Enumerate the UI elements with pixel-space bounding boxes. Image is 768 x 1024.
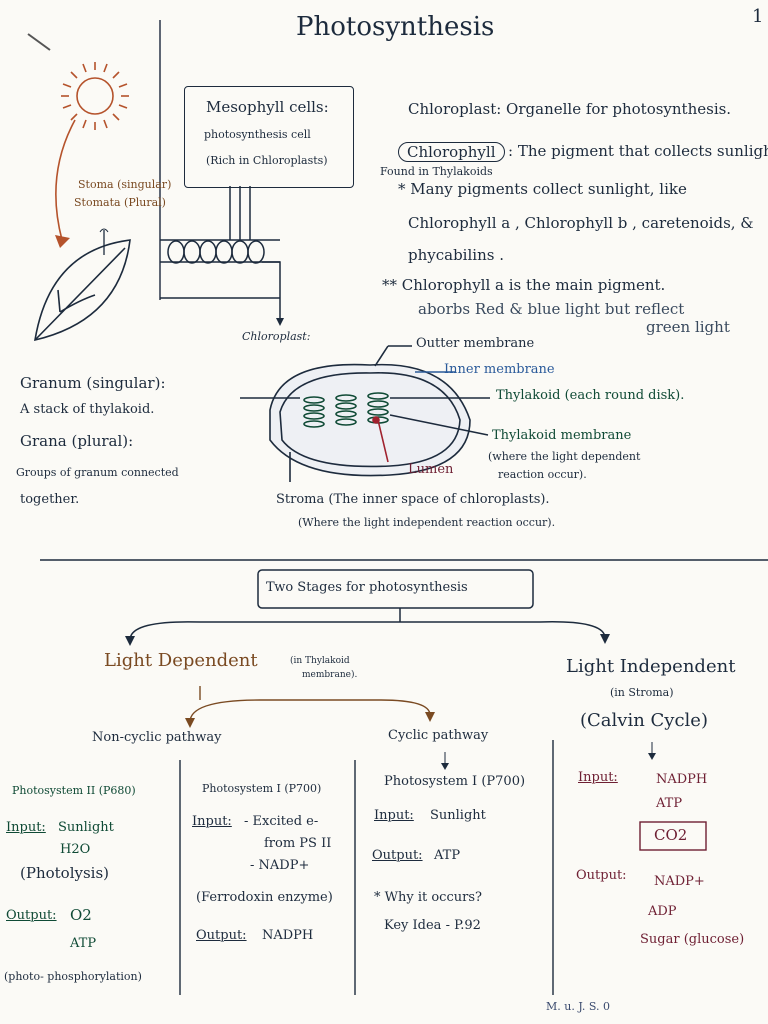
chloroplast-diagram: [240, 345, 490, 482]
col1-title: Photosystem II (P680): [12, 784, 136, 797]
stroma-label: Stroma (The inner space of chloroplasts)…: [276, 492, 550, 507]
found-in-thylakoids: Found in Thylakoids: [380, 165, 493, 178]
sun-icon: [61, 62, 129, 130]
col3-output1: ATP: [434, 848, 461, 863]
outer-membrane-label: Outter membrane: [416, 336, 535, 351]
col3-title: Photosystem I (P700): [384, 774, 526, 789]
thylakoid-membrane-label: Thylakoid membrane: [492, 428, 632, 443]
col2-ferredoxin: (Ferrodoxin enzyme): [196, 890, 333, 905]
col1-output1: O2: [70, 906, 92, 924]
col3-output-label: Output:: [372, 848, 423, 863]
stoma-singular: Stoma (singular): [78, 178, 172, 191]
light-independent-heading: Light Independent: [566, 656, 736, 677]
page-title: Photosynthesis: [296, 12, 495, 42]
lumen-label: Lumen: [408, 462, 454, 477]
green-light: green light: [646, 318, 730, 336]
thylakoid-membrane-note2: reaction occur).: [498, 468, 587, 481]
chlorophyll-definition: : The pigment that collects sunlight: [508, 142, 768, 160]
light-dependent-note2: membrane).: [302, 670, 358, 680]
absorbs-light: aborbs Red & blue light but reflect: [418, 300, 685, 318]
col2-input3: - NADP+: [250, 858, 310, 873]
chlorophyll-word: Chlorophyll: [398, 142, 505, 162]
stages-title: Two Stages for photosynthesis: [266, 580, 468, 595]
mesophyll-cells-drawing: [160, 186, 281, 322]
col3-why: * Why it occurs?: [374, 890, 482, 905]
grana-definition: Groups of granum connected: [16, 466, 179, 479]
col1-note: (photo- phosphorylation): [4, 970, 142, 983]
col2-output-label: Output:: [196, 928, 247, 943]
light-independent-note: (in Stroma): [610, 686, 674, 699]
stages-title-box: [257, 569, 534, 609]
granum-definition: A stack of thylakoid.: [20, 402, 155, 417]
mesophyll-line2: (Rich in Chloroplasts): [206, 154, 328, 167]
col4-output-label: Output:: [576, 868, 627, 883]
col1-output-label: Output:: [6, 908, 57, 923]
stroma-note: (Where the light independent reaction oc…: [298, 516, 556, 529]
col1-input-label: Input:: [6, 820, 46, 835]
grana-heading: Grana (plural):: [20, 432, 134, 450]
pen-mark: [27, 33, 51, 51]
pigments-list: Chlorophyll a , Chlorophyll b , careteno…: [408, 214, 754, 232]
cyclic-heading: Cyclic pathway: [388, 728, 489, 743]
phycobilins: phycabilins .: [408, 246, 504, 264]
thylakoid-membrane-note1: (where the light dependent: [488, 450, 641, 463]
inner-membrane-label: Inner membrane: [444, 362, 555, 377]
col4-input3: CO2: [654, 826, 688, 844]
col1-output2: ATP: [70, 936, 97, 951]
col4-output3: Sugar (glucose): [640, 932, 745, 947]
col2-input1: - Excited e-: [244, 814, 319, 829]
grana-definition-cont: together.: [20, 492, 80, 507]
footer-scribble: M. u. J. S. 0: [546, 1000, 611, 1013]
col4-input-label: Input:: [578, 770, 618, 785]
col4-input2: ATP: [656, 796, 683, 811]
arrowhead-icon: [55, 235, 70, 248]
light-dependent-note1: (in Thylakoid: [290, 656, 350, 666]
calvin-cycle: (Calvin Cycle): [580, 710, 708, 731]
col3-input1: Sunlight: [430, 808, 486, 823]
col2-input-label: Input:: [192, 814, 232, 829]
col3-key-idea: Key Idea - P.92: [384, 918, 481, 933]
chloroplast-definition: Chloroplast: Organelle for photosynthesi…: [408, 100, 732, 118]
col1-input2: H2O: [60, 842, 91, 857]
col4-output2: ADP: [648, 904, 677, 919]
mesophyll-heading: Mesophyll cells:: [206, 98, 329, 116]
light-dependent-heading: Light Dependent: [104, 650, 258, 671]
col2-input2: from PS II: [264, 836, 332, 851]
co2-box: [639, 821, 707, 851]
col4-output1: NADP+: [654, 874, 705, 889]
page-number: 1: [752, 6, 764, 27]
mesophyll-box: [184, 86, 354, 188]
main-pigment: ** Chlorophyll a is the main pigment.: [382, 276, 666, 294]
sunlight-arrow: [55, 119, 76, 241]
col1-input1: Sunlight: [58, 820, 114, 835]
stages-branch: [129, 621, 606, 641]
col1-photolysis: (Photolysis): [20, 864, 110, 882]
col3-input-label: Input:: [374, 808, 414, 823]
mesophyll-line1: photosynthesis cell: [204, 128, 311, 141]
thylakoid-label: Thylakoid (each round disk).: [496, 388, 685, 403]
granum-heading: Granum (singular):: [20, 374, 166, 392]
col2-title: Photosystem I (P700): [202, 782, 322, 795]
col2-output1: NADPH: [262, 928, 314, 943]
stoma-plural: Stomata (Plural): [74, 196, 166, 209]
noncyclic-heading: Non-cyclic pathway: [92, 730, 222, 745]
many-pigments: * Many pigments collect sunlight, like: [398, 180, 687, 198]
col4-input1: NADPH: [656, 772, 708, 787]
chloroplast-label: Chloroplast:: [242, 330, 311, 343]
leaf-icon: [34, 239, 131, 342]
